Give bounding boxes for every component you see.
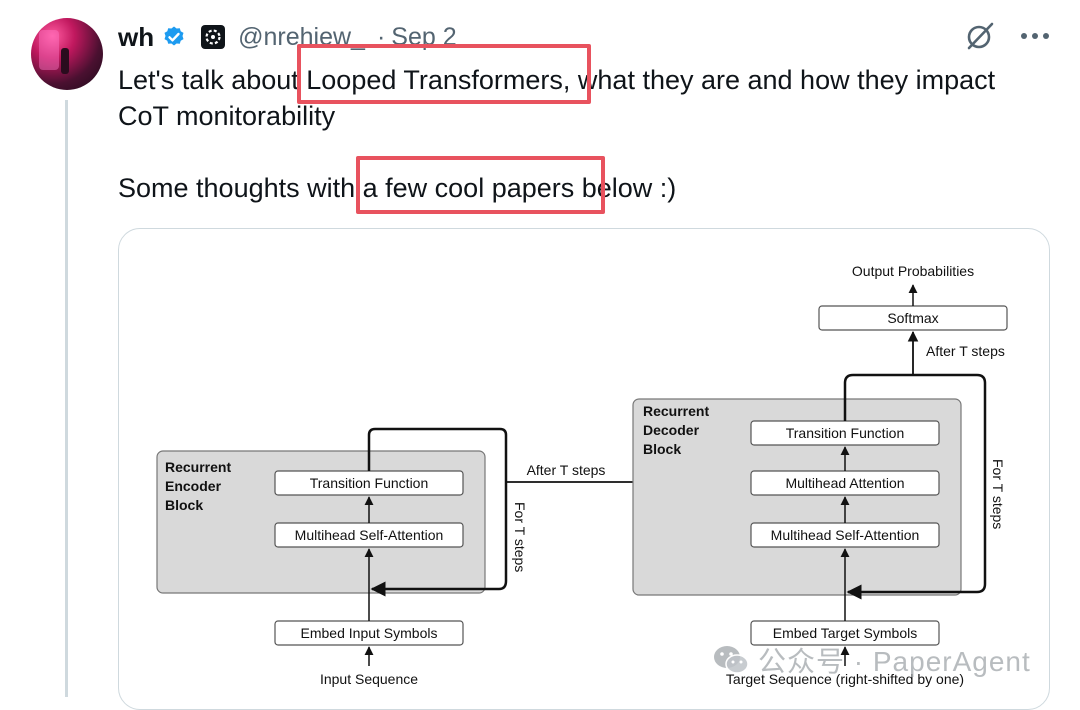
- grok-logo-icon[interactable]: [200, 24, 226, 50]
- dec-transition-label: Transition Function: [786, 425, 905, 441]
- more-icon[interactable]: [1020, 31, 1050, 41]
- input-sequence-label: Input Sequence: [320, 671, 418, 687]
- decoder-loop: [843, 373, 987, 600]
- after-t-steps-top: After T steps: [926, 343, 1005, 359]
- avatar[interactable]: [31, 18, 103, 90]
- header-actions: [964, 20, 1050, 52]
- wechat-icon: [714, 646, 749, 674]
- verified-badge-icon: [164, 26, 184, 46]
- target-sequence-label: Target Sequence (right-shifted by one): [726, 671, 964, 687]
- watermark-text: 公众号 · PaperAgent: [758, 646, 1031, 677]
- tweet-text-line-1: Let's talk about Looped Transformers, wh…: [118, 65, 996, 95]
- enc-transition-label: Transition Function: [310, 475, 429, 491]
- highlight-box-cool-papers: [356, 156, 605, 214]
- media-card[interactable]: Recurrent Encoder Block Transition Funct…: [118, 228, 1050, 710]
- enc-self-attention-label: Multihead Self-Attention: [295, 527, 444, 543]
- header-separator: ·: [376, 22, 386, 51]
- softmax-label: Softmax: [887, 310, 938, 326]
- after-t-steps-mid: After T steps: [527, 462, 606, 478]
- architecture-diagram: Recurrent Encoder Block Transition Funct…: [156, 263, 1008, 687]
- thread-line: [65, 100, 68, 697]
- tweet-text-line-3: Some thoughts with a few cool papers bel…: [118, 173, 677, 203]
- watermark: 公众号 · PaperAgent: [712, 640, 1031, 680]
- embed-target-label: Embed Target Symbols: [773, 625, 917, 641]
- tweet-text-line-2: CoT monitorability: [118, 101, 336, 131]
- embed-input-label: Embed Input Symbols: [301, 625, 438, 641]
- highlight-box-looped-transformers: [297, 44, 591, 104]
- for-t-steps-dec: For T steps: [990, 459, 1006, 529]
- for-t-steps-enc: For T steps: [512, 502, 528, 572]
- encoder-loop: [367, 427, 508, 597]
- output-probabilities-label: Output Probabilities: [852, 263, 974, 279]
- tweet-text: Let's talk about Looped Transformers, wh…: [118, 62, 995, 206]
- dec-attention-label: Multihead Attention: [785, 475, 904, 491]
- decoder-block-title: Recurrent Decoder Block: [643, 403, 713, 457]
- dec-self-attention-label: Multihead Self-Attention: [771, 527, 920, 543]
- grok-icon[interactable]: [964, 20, 996, 52]
- encoder-block-title: Recurrent Encoder Block: [165, 459, 235, 513]
- author-name[interactable]: wh: [118, 21, 155, 52]
